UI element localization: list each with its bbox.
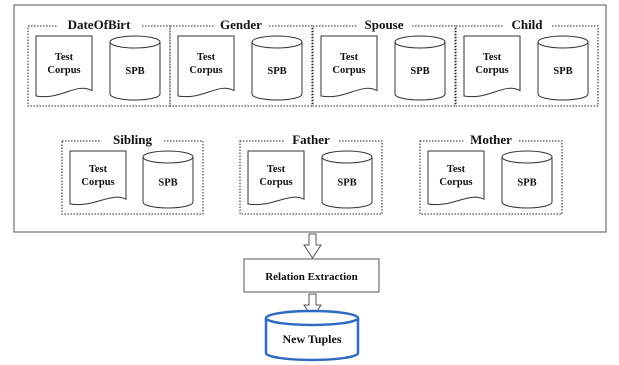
spb-cylinder-top — [251, 35, 303, 49]
spb-label: SPB — [410, 66, 429, 77]
relation-title: Spouse — [364, 17, 403, 32]
relation-title: Child — [511, 17, 543, 32]
relation-title-bg — [463, 135, 519, 146]
spb-cylinder-top — [501, 150, 553, 164]
test-corpus-label-line2: Corpus — [439, 177, 472, 188]
test-corpus-label-line2: Corpus — [47, 65, 80, 76]
test-corpus-document — [177, 35, 235, 98]
relation-title-bg — [283, 135, 339, 146]
test-corpus-document — [427, 150, 485, 206]
test-corpus-label-line1: Test — [483, 52, 502, 63]
relation-title-bg — [213, 20, 269, 31]
spb-cylinder-body — [501, 157, 553, 209]
test-corpus-document — [320, 35, 378, 98]
test-corpus-document — [247, 150, 305, 206]
spb-cylinder-body — [537, 42, 589, 101]
new-tuples-cylinder: New Tuples — [264, 309, 360, 362]
relation-frame — [419, 140, 563, 215]
test-corpus-label-line2: Corpus — [332, 65, 365, 76]
relation-title: Mother — [470, 132, 512, 147]
test-corpus-label-line2: Corpus — [81, 177, 114, 188]
relation-extraction-label: Relation Extraction — [265, 271, 358, 283]
arrow-to-relation-extraction — [303, 233, 322, 259]
relation-title-bg — [57, 20, 141, 31]
spb-cylinder-top — [142, 150, 194, 164]
new-tuples-cylinder-body — [264, 318, 360, 362]
spb-label: SPB — [337, 178, 356, 189]
test-corpus-label-line1: Test — [89, 164, 108, 175]
spb-label: SPB — [517, 178, 536, 189]
spb-cylinder-top — [321, 150, 373, 164]
relation-title-bg — [356, 20, 412, 31]
new-tuples-label: New Tuples — [282, 332, 341, 346]
test-corpus-label-line2: Corpus — [475, 65, 508, 76]
relation-extraction-box — [243, 258, 380, 293]
spb-cylinder-top — [394, 35, 446, 49]
spb-cylinder-body — [251, 42, 303, 101]
relation-frame — [239, 140, 383, 215]
test-corpus-document — [69, 150, 127, 206]
relation-title-bg — [503, 20, 551, 31]
test-corpus-label-line1: Test — [447, 164, 466, 175]
relation-title-bg — [101, 135, 164, 146]
test-corpus-document — [35, 35, 93, 98]
relation-title: Sibling — [113, 132, 153, 147]
test-corpus-label-line2: Corpus — [189, 65, 222, 76]
spb-cylinder-top — [537, 35, 589, 49]
relation-title: Father — [292, 132, 330, 147]
spb-label: SPB — [158, 178, 177, 189]
test-corpus-document — [463, 35, 521, 98]
spb-cylinder-body — [109, 42, 161, 101]
spb-cylinder-top — [109, 35, 161, 49]
spb-cylinder-body — [321, 157, 373, 209]
new-tuples-cylinder-top — [264, 309, 360, 327]
relation-title: Gender — [220, 17, 262, 32]
test-corpus-label-line1: Test — [340, 52, 359, 63]
spb-label: SPB — [125, 66, 144, 77]
test-corpus-label-line1: Test — [267, 164, 286, 175]
test-corpus-label-line1: Test — [197, 52, 216, 63]
spb-label: SPB — [267, 66, 286, 77]
test-corpus-label-line1: Test — [55, 52, 74, 63]
spb-label: SPB — [553, 66, 572, 77]
test-corpus-label-line2: Corpus — [259, 177, 292, 188]
spb-cylinder-body — [394, 42, 446, 101]
spb-cylinder-body — [142, 157, 194, 209]
relation-title: DateOfBirt — [68, 17, 131, 32]
